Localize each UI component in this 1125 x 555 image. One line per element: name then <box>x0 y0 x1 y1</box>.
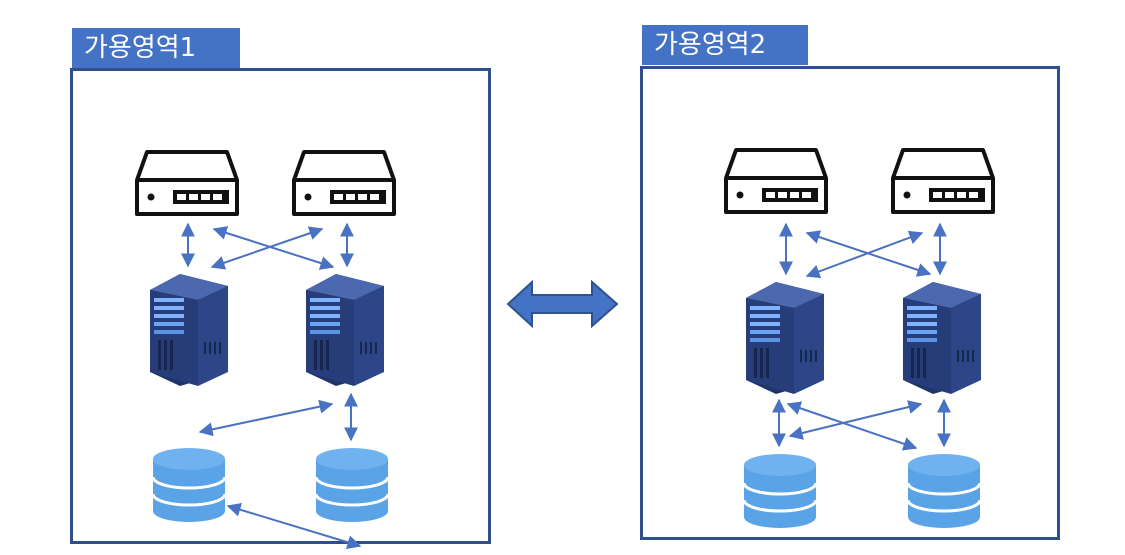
database-icon <box>742 452 818 530</box>
router-icon <box>724 148 828 214</box>
link-arrow <box>805 230 924 279</box>
server-icon <box>306 274 384 386</box>
server-icon <box>903 282 981 394</box>
zone-1-label: 가용영역1 <box>72 28 240 68</box>
link-arrow <box>210 226 324 270</box>
link-arrow <box>198 399 334 437</box>
link-arrow <box>226 502 362 550</box>
router-icon <box>292 150 396 216</box>
link-arrow <box>212 226 335 270</box>
router-icon <box>135 150 239 216</box>
link-arrow <box>788 400 923 440</box>
zone-2-label: 가용영역2 <box>642 25 808 65</box>
database-icon <box>151 446 227 524</box>
server-icon <box>746 282 824 394</box>
database-icon <box>314 446 390 524</box>
server-icon <box>150 274 228 386</box>
router-icon <box>891 148 995 214</box>
database-icon <box>906 452 982 530</box>
sync-double-arrow-icon <box>506 279 619 329</box>
zone-2-box <box>640 66 1060 540</box>
